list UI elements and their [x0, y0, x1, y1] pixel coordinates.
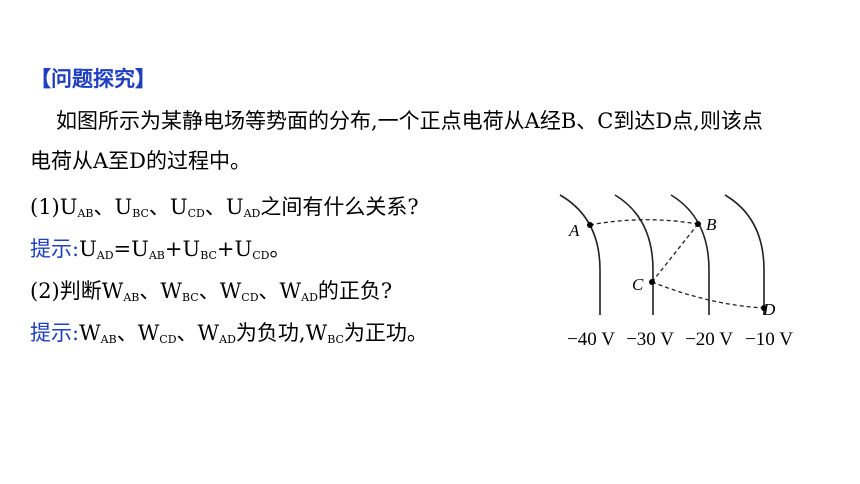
label-c: C: [632, 275, 644, 294]
equipotential-line-4: [724, 194, 765, 315]
hint-label: 提示:: [30, 237, 80, 261]
intro-line-1: 如图所示为某静电场等势面的分布,一个正点电荷从A经B、C到达D点,则该点: [56, 109, 763, 133]
potential-label-1: −40 V: [567, 329, 615, 350]
potential-label-3: −20 V: [685, 329, 733, 350]
question-2: (2)判断WAB、WBC、WCD、WAD的正负?: [30, 279, 393, 304]
label-b: B: [706, 215, 717, 234]
potential-label-2: −30 V: [626, 329, 674, 350]
equipotential-line-2: [614, 194, 654, 315]
section-heading: 【问题探究】: [30, 66, 156, 91]
equipotential-diagram: A B C D −40 V −30 V −20 V −10 V: [559, 194, 793, 350]
path-c-to-d: [651, 281, 765, 309]
hint-2: 提示:WAB、WCD、WAD为负功,WBC为正功。: [30, 321, 428, 346]
intro-line-2: 电荷从A至D的过程中。: [30, 149, 252, 173]
point-c-dot: [649, 279, 655, 285]
hint-1: 提示:UAD=UAB+UBC+UCD。: [30, 237, 291, 262]
label-d: D: [762, 300, 776, 319]
equipotential-line-1: [559, 194, 601, 315]
question-1: (1)UAB、UBC、UCD、UAD之间有什么关系?: [30, 195, 419, 220]
point-b-dot: [695, 221, 701, 227]
path-b-to-c: [651, 223, 699, 283]
equipotential-line-3: [670, 194, 710, 315]
point-d-dot: [761, 305, 767, 311]
path-a-to-b: [589, 219, 699, 226]
potential-label-4: −10 V: [745, 329, 793, 350]
hint-label: 提示:: [30, 321, 80, 345]
label-a: A: [568, 221, 580, 240]
point-a-dot: [587, 222, 593, 228]
